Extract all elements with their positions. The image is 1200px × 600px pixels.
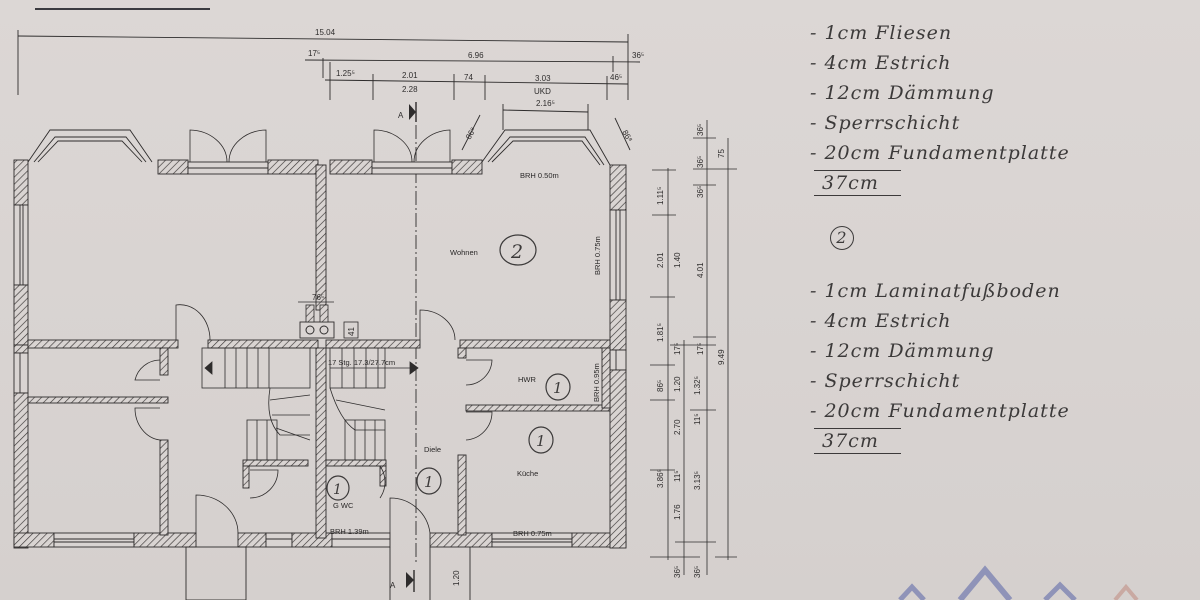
top-dimension-labels: 15.04 17⁵ 6.96 36⁵ 1.25⁵ 2.01 2.28 74 3.… [308,28,644,144]
svg-text:36⁵: 36⁵ [673,566,682,578]
right-dimension-lines [650,120,737,575]
note-floor2-line-3: - 12cm Dämmung [810,340,995,362]
svg-text:4.01: 4.01 [696,262,705,278]
marker-diele: 1 [424,473,434,491]
section-marker-top: A [398,102,417,122]
dim-bay-diag-left: 86⁸ [464,126,478,141]
svg-text:1.11⁵: 1.11⁵ [656,187,665,205]
dim-seg-2b: 2.28 [402,85,418,94]
svg-text:3.86⁵: 3.86⁵ [656,469,665,488]
note-floor2-line-2: - 4cm Estrich [810,310,952,332]
svg-text:1.32⁵: 1.32⁵ [693,376,702,395]
svg-text:9.49: 9.49 [717,349,726,365]
watermark-logo-icon [898,565,1139,600]
marker-wohnen: 2 [510,241,523,263]
section-marker-bottom: A [390,570,415,592]
svg-text:1.40: 1.40 [673,252,682,268]
entrance-landing [185,546,471,600]
svg-text:41: 41 [347,327,356,336]
right-dimension-labels: 1.11⁵ 2.01 1.40 1.81⁵ 86⁵ 1.20 2.70 3.86… [656,124,726,578]
dim-seg-5: 46⁵ [610,73,622,82]
svg-text:11⁵: 11⁵ [693,413,702,425]
heading-underline [35,0,210,10]
dim-overall: 15.04 [315,28,336,37]
brh-kueche: BRH 0.75m [513,529,552,538]
svg-text:A: A [398,111,404,120]
svg-text:86⁵: 86⁵ [656,380,665,392]
room-gwc: G WC [333,501,354,510]
entrance-dim: 1.20 [452,570,461,586]
note-floor1-line-4: - Sperrschicht [810,112,961,134]
svg-text:3.13⁵: 3.13⁵ [693,471,702,490]
svg-text:1.76: 1.76 [673,504,682,520]
chimney: 76⁵ 41 [298,293,359,339]
svg-text:36⁵: 36⁵ [693,566,702,578]
brh-wohnen-top: BRH 0.50m [520,171,559,180]
svg-text:17⁵: 17⁵ [696,343,705,355]
marker-gwc: 1 [333,482,342,498]
note-floor1-line-5: - 20cm Fundamentplatte [810,142,1070,164]
note-floor1-total: 37cm [814,170,901,196]
room-hwr: HWR [518,375,536,384]
floor-build-up-notes: - 1cm Fliesen - 4cm Estrich - 12cm Dämmu… [810,18,1190,456]
svg-text:36⁵: 36⁵ [696,156,705,168]
dim-seg-1: 1.25⁵ [336,69,355,78]
brh-hwr: BRH 0.95m [592,363,601,402]
brh-wohnen-right: BRH 0.75m [593,236,602,275]
svg-text:11⁵: 11⁵ [673,470,682,482]
bay-windows [27,129,611,166]
staircase [201,347,419,461]
room-labels: Wohnen BRH 0.50m BRH 0.75m HWR BRH 0.95m… [330,171,602,538]
svg-text:75: 75 [717,149,726,158]
dim-ukd: UKD [534,87,551,96]
room-kueche: Küche [517,469,538,478]
note-floor2-total: 37cm [814,428,901,454]
exterior-walls [13,159,627,549]
svg-text:1.20: 1.20 [673,376,682,392]
top-dimension-lines [17,30,641,151]
marker-hwr: 1 [553,379,563,397]
dim-bay-width: 2.16⁵ [536,99,555,108]
svg-text:36⁵: 36⁵ [696,186,705,198]
svg-text:76⁵: 76⁵ [312,293,324,302]
interior-walls [27,164,611,539]
note-floor2-line-1: - 1cm Laminatfußboden [810,280,1061,302]
svg-text:A: A [390,581,396,590]
svg-text:1.81⁵: 1.81⁵ [656,323,665,342]
dim-seg-3: 74 [464,73,473,82]
note-floor1-line-2: - 4cm Estrich [810,52,952,74]
svg-text:17⁵: 17⁵ [673,343,682,355]
brh-gwc: BRH 1.39m [330,527,369,536]
room-diele: Diele [424,445,441,454]
dim-right-offset: 36⁵ [632,51,644,60]
floor-plan-drawing: 15.04 17⁵ 6.96 36⁵ 1.25⁵ 2.01 2.28 74 3.… [13,28,737,600]
dim-left-offset: 17⁵ [308,49,320,58]
dim-seg-4: 3.03 [535,74,551,83]
doors [134,129,493,534]
note-marker-2: 2 [830,226,854,250]
note-floor1-line-3: - 12cm Dämmung [810,82,995,104]
marker-kueche: 1 [536,432,546,450]
dim-seg-2: 2.01 [402,71,418,80]
svg-text:36⁵: 36⁵ [696,124,705,136]
room-wohnen: Wohnen [450,248,478,257]
svg-text:2.01: 2.01 [656,252,665,268]
note-floor2-line-5: - 20cm Fundamentplatte [810,400,1070,422]
dim-bay-diag-right: 86⁸ [620,129,634,144]
note-floor2-line-4: - Sperrschicht [810,370,961,392]
stair-label: 17 Stg. 17.3/27.7cm [328,358,395,367]
svg-text:2.70: 2.70 [673,419,682,435]
dim-right-span: 6.96 [468,51,484,60]
pencil-markers: 2 1 1 1 1 [326,234,571,501]
note-floor1-line-1: - 1cm Fliesen [810,22,953,44]
